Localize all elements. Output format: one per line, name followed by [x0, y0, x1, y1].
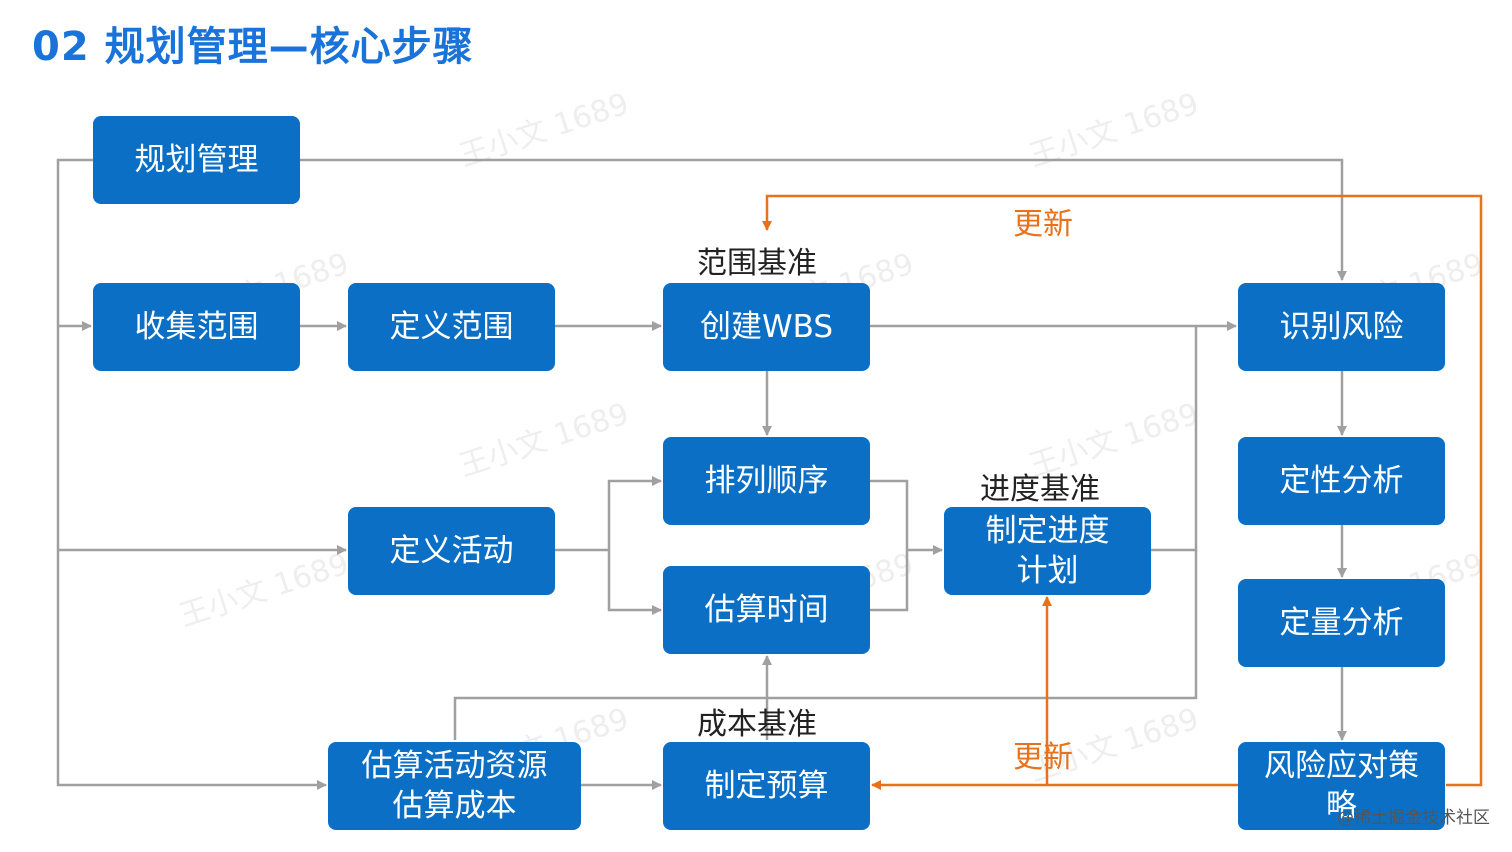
schedule-to-risk-line: [1151, 326, 1198, 552]
node-schedule-plan: 制定进度 计划: [944, 507, 1151, 595]
node-define-activity: 定义活动: [348, 507, 555, 595]
arrow-plan-to-risk: [300, 158, 1347, 281]
trunk-line: [56, 158, 327, 790]
node-identify-risk: 识别风险: [1238, 283, 1445, 371]
arrow-to-estimate-time: [607, 550, 662, 615]
node-estimate-time: 估算时间: [663, 566, 870, 654]
node-risk-response: 风险应对策 略: [1238, 742, 1445, 830]
node-create-wbs: 创建WBS: [663, 283, 870, 371]
node-qualitative: 定性分析: [1238, 437, 1445, 525]
label-update-bottom: 更新: [1013, 740, 1073, 775]
node-collect-scope: 收集范围: [93, 283, 300, 371]
page-title: 02 规划管理—核心步骤: [32, 24, 474, 70]
merge-from-estimate-time: [870, 550, 909, 612]
node-plan-mgmt: 规划管理: [93, 116, 300, 204]
node-quantitative: 定量分析: [1238, 579, 1445, 667]
node-budget: 制定预算: [663, 742, 870, 830]
node-define-scope: 定义范围: [348, 283, 555, 371]
label-scope-baseline: 范围基准: [697, 246, 817, 281]
footer-credit: @稀土掘金技术社区: [1337, 808, 1490, 828]
label-schedule-baseline: 进度基准: [980, 472, 1100, 507]
node-sequence: 排列顺序: [663, 437, 870, 525]
merge-from-sequence: [870, 479, 909, 550]
label-update-top: 更新: [1013, 207, 1073, 242]
cost-to-risk-line: [453, 550, 1198, 740]
node-estimate-resource-cost: 估算活动资源 估算成本: [328, 742, 581, 830]
update-arrow-top: [762, 194, 1483, 787]
label-cost-baseline: 成本基准: [697, 707, 817, 742]
arrow-to-sequence: [607, 476, 662, 550]
